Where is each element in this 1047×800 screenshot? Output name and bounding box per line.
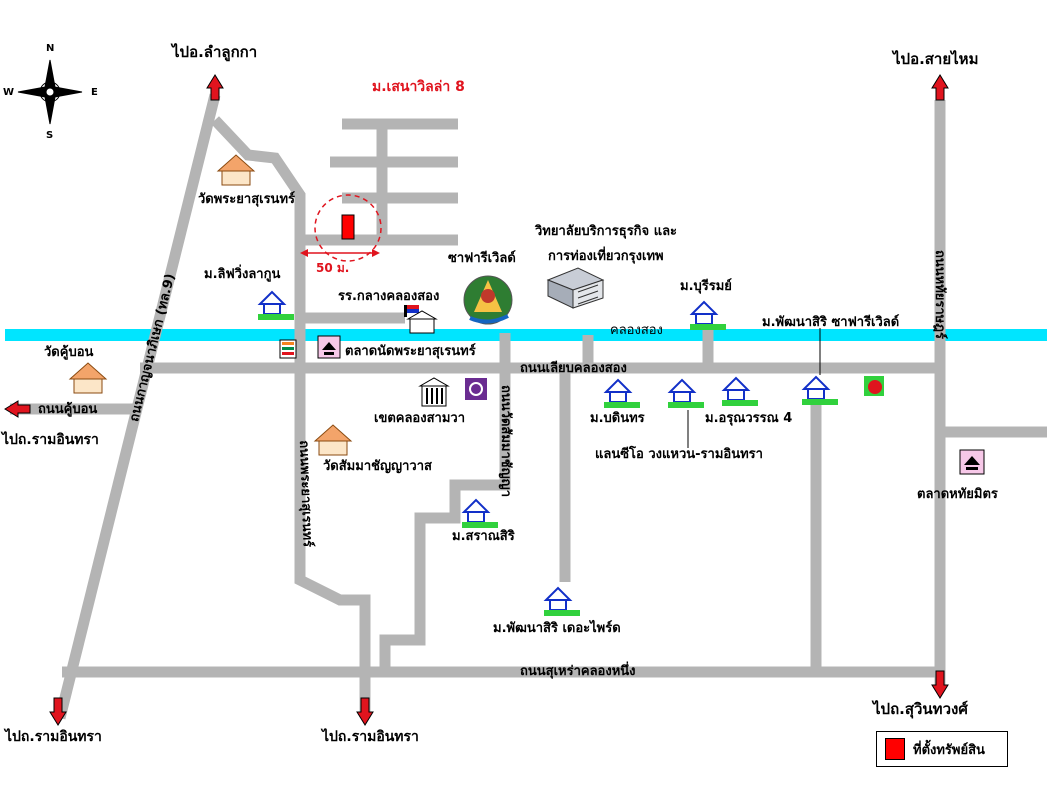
label-arunwan: ม.อรุณวรรณ 4 — [705, 411, 793, 426]
temple-icon — [68, 362, 108, 394]
seven-eleven-icon — [279, 339, 297, 359]
temple-icon — [313, 424, 353, 456]
compass-e-label: E — [91, 87, 98, 98]
arrow-lamlukka — [206, 74, 224, 101]
property-radius — [314, 194, 382, 262]
house-icon — [257, 290, 294, 320]
label-sena-villa: ม.เสนาวิลล่า 8 — [372, 79, 465, 95]
house-icon — [667, 378, 704, 408]
label-district-office: เขตคลองสามวา — [374, 411, 465, 426]
label-road-khubon: ถนนคู้บอน — [38, 402, 98, 417]
label-phatnasiri-safari: ม.พัฒนาสิริ ซาฟารีเวิลด์ — [762, 315, 900, 330]
market-icon — [959, 449, 985, 475]
label-to-ramintra-bottom-mid: ไปถ.รามอินทรา — [322, 729, 419, 745]
label-land-sio: แลนซีโอ วงแหวน-รามอินทรา — [595, 447, 763, 462]
arrow-ramintra-left — [49, 697, 67, 726]
road-wat-samma — [379, 333, 511, 672]
label-road-suea-khlong-nueng: ถนนสุเหร่าคลองหนึ่ง — [520, 664, 636, 679]
legend: ที่ตั้งทรัพย์สิน — [876, 731, 1008, 767]
temple-icon — [216, 154, 256, 186]
house-icon — [689, 300, 726, 330]
house-icon — [721, 376, 758, 406]
legend-label: ที่ตั้งทรัพย์สิน — [913, 742, 985, 758]
label-road-wat-samma: ถนนวัดสัมมาชัญญา — [498, 385, 513, 498]
property-marker — [341, 214, 355, 240]
arrow-ramintra-mid — [356, 697, 374, 726]
label-college-line1: วิทยาลัยบริการธุรกิจ และ — [535, 224, 678, 239]
label-wat-samma: วัดสัมมาชัญญาวาส — [323, 459, 432, 474]
house-icon — [801, 375, 838, 405]
label-phatnasiri-park: ม.พัฒนาสิริ เดอะไพร์ด — [493, 621, 621, 636]
label-market-hathai: ตลาดหทัยมิตร — [917, 487, 998, 502]
label-bodin: ม.บดินทร — [590, 411, 645, 426]
safari-logo-icon — [463, 275, 513, 325]
compass-icon — [17, 59, 83, 125]
house-icon — [461, 498, 498, 528]
label-road-liap-khlong-song: ถนนเลียบคลองสอง — [520, 361, 627, 376]
label-saransiri: ม.สราณสิริ — [452, 529, 515, 544]
label-to-ramintra-bottom-left: ไปถ.รามอินทรา — [5, 729, 102, 745]
label-road-prayasurensuan: ถนนพระยาสุเรนทร์ — [296, 439, 315, 548]
legend-swatch — [885, 738, 905, 760]
compass-w-label: W — [3, 87, 15, 98]
road-prayasurensuan — [210, 116, 371, 712]
arrow-suwinthawong — [931, 670, 949, 699]
label-living-lagoon: ม.ลิฟวิ่งลากูน — [204, 267, 281, 282]
arrow-saimai — [931, 74, 949, 101]
bank-icon — [465, 378, 487, 400]
label-to-saimai: ไปอ.สายไหม — [893, 50, 979, 68]
house-icon — [603, 378, 640, 408]
label-college-line2: การท่องเที่ยวกรุงเทพ — [548, 249, 664, 264]
label-market-phraya: ตลาดนัดพระยาสุเรนทร์ — [345, 344, 476, 359]
label-wat-khubon: วัดคู้บอน — [44, 345, 94, 360]
arrow-khubon — [4, 400, 31, 418]
label-buriram: ม.บุรีรมย์ — [680, 279, 732, 294]
label-canal-khlong-song: คลองสอง — [610, 323, 663, 338]
district-office-icon — [418, 377, 450, 407]
label-to-ramintra-left: ไปถ.รามอินทรา — [2, 432, 99, 448]
label-distance: 50 ม. — [316, 261, 350, 275]
label-to-lamlukka: ไปอ.ลำลูกกา — [172, 43, 258, 61]
house-icon — [543, 586, 580, 616]
compass-n-label: N — [46, 43, 55, 54]
label-wat-phraya-surent: วัดพระยาสุเรนทร์ — [198, 192, 295, 207]
school-icon — [404, 305, 438, 334]
label-safari-world: ซาฟารีเวิลด์ — [448, 251, 516, 266]
shop-icon — [864, 376, 884, 396]
label-to-suwinthawong: ไปถ.สุวินทวงศ์ — [873, 700, 968, 718]
building-icon — [546, 267, 605, 309]
canal-khlong-song — [5, 329, 1047, 341]
compass-s-label: S — [46, 130, 54, 141]
label-school: รร.กลางคลองสอง — [338, 289, 440, 304]
market-icon — [317, 335, 341, 359]
label-road-hathairat: ถนนหทัยราษฎร์ — [932, 250, 947, 339]
